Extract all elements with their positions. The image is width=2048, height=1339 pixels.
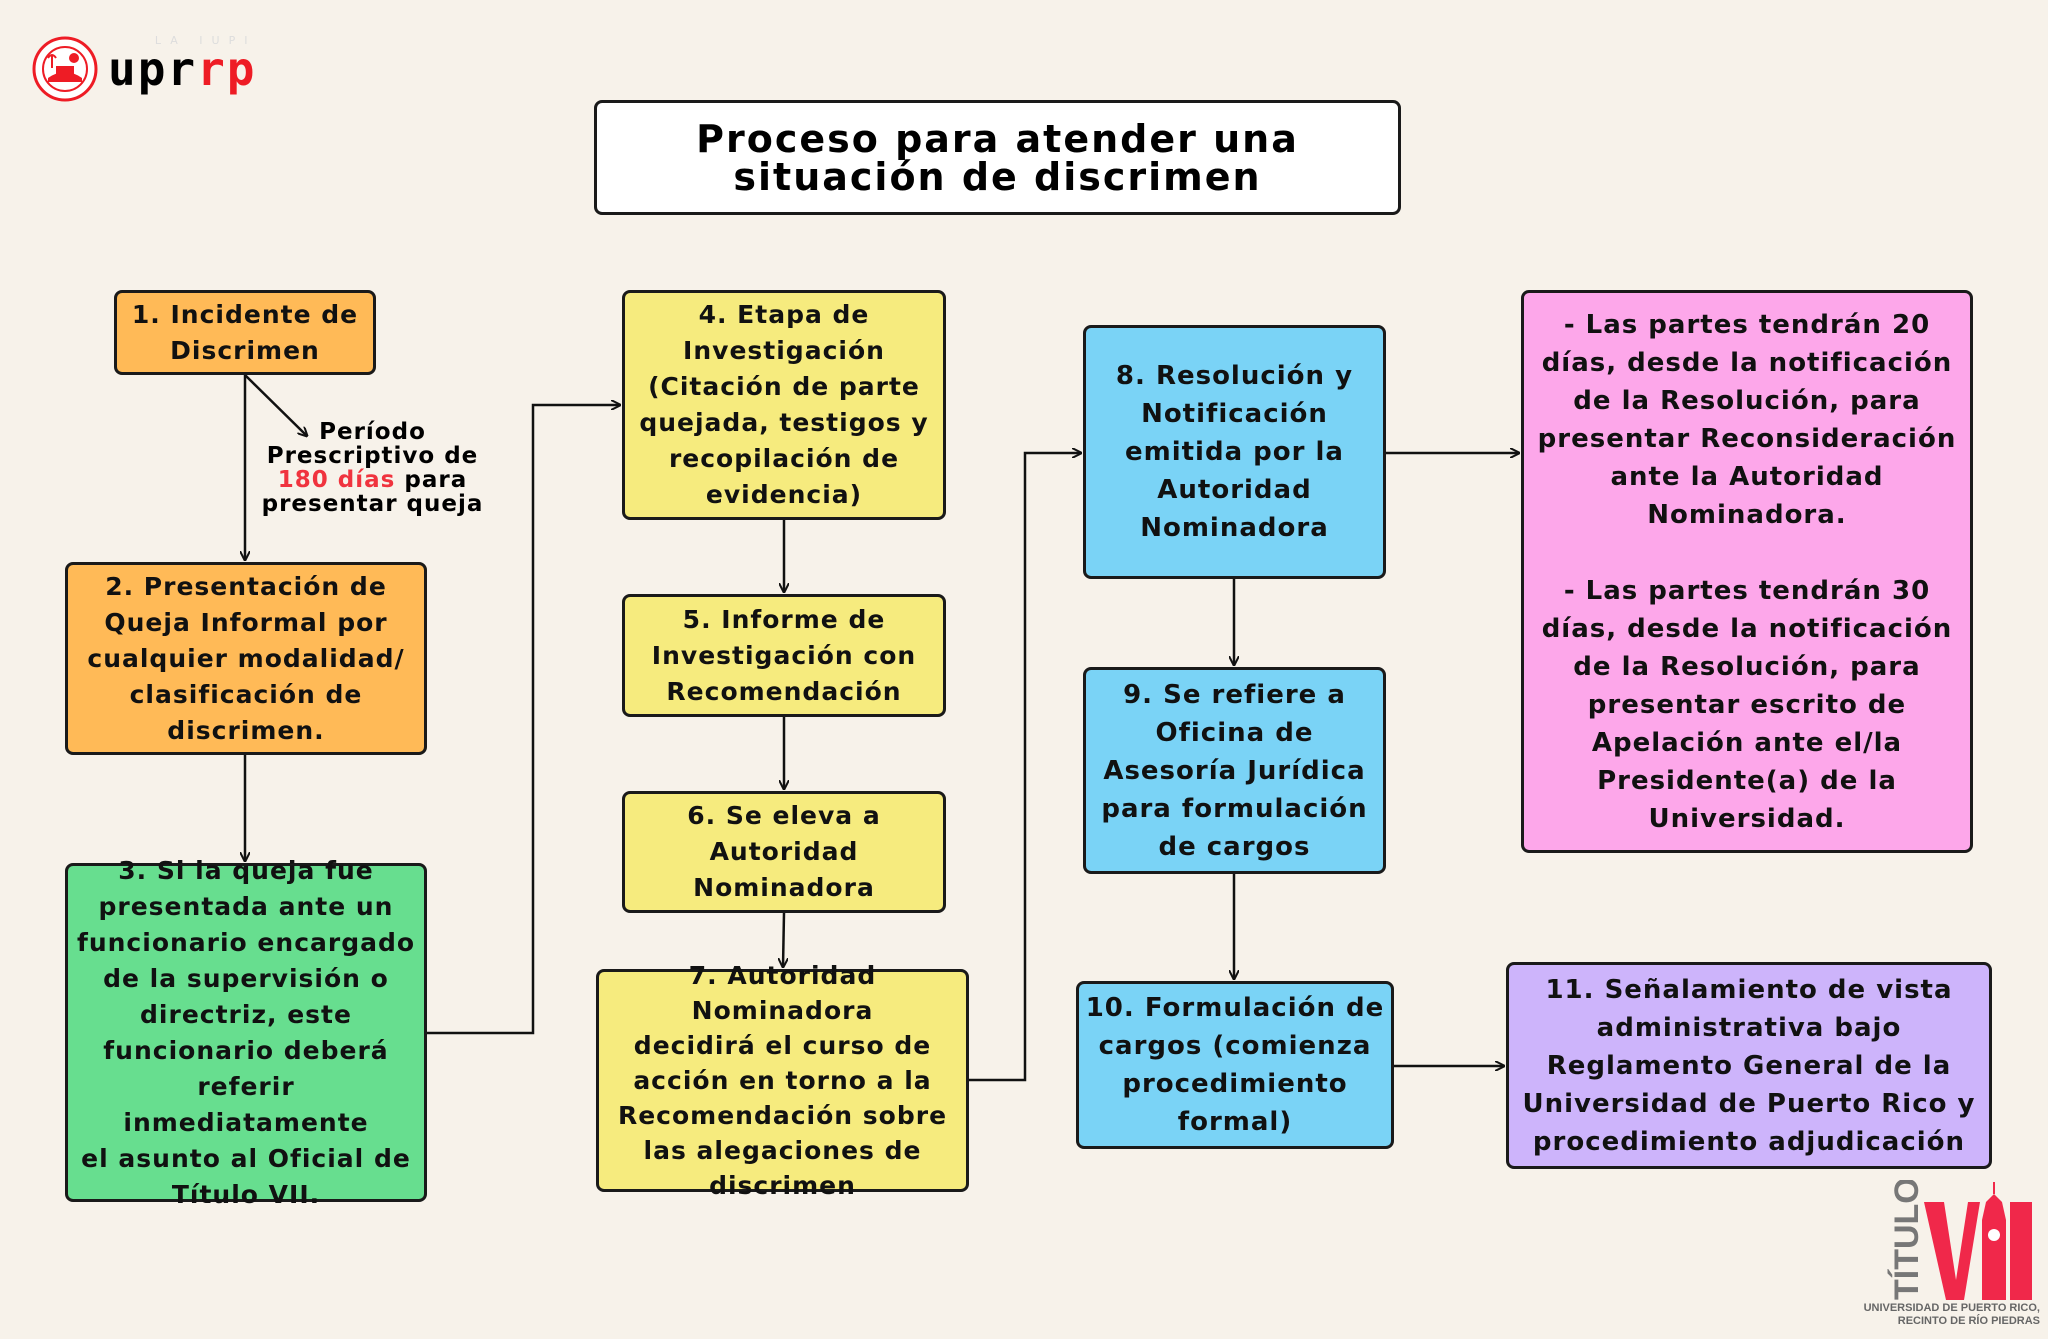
- deadlines-box: - Las partes tendrán 20 días, desde la n…: [1521, 290, 1973, 853]
- step-11-box: 11. Señalamiento de vista administrativa…: [1506, 962, 1992, 1169]
- uprrp-logo: LA IUPI uprrp: [32, 34, 257, 102]
- step-3-box: 3. Si la queja fue presentada ante un fu…: [65, 856, 427, 1209]
- titulo-caption: UNIVERSIDAD DE PUERTO RICO, RECINTO DE R…: [1863, 1302, 2040, 1327]
- step-6-box: 6. Se eleva a Autoridad Nominadora: [622, 791, 946, 913]
- university-seal-icon: [32, 36, 98, 102]
- period-highlight: 180 días: [277, 467, 396, 493]
- step-1-box: 1. Incidente de Discrimen: [114, 290, 376, 375]
- arrow-1-to-period: [244, 374, 307, 436]
- titulo-vii-logo: TÍTULO: [1888, 1180, 2032, 1300]
- step-7-box: 7. Autoridad Nominadora decidirá el curs…: [596, 961, 969, 1200]
- arrow-3-to-4: [427, 405, 620, 1035]
- logo-word-black: upr: [108, 42, 198, 96]
- logo-word-red: rp: [197, 42, 257, 96]
- step-9-box: 9. Se refiere a Oficina de Asesoría Jurí…: [1083, 667, 1386, 874]
- titulo-word: TÍTULO: [1888, 1180, 1926, 1300]
- arrow-7-to-8: [969, 453, 1081, 1082]
- step-4-box: 4. Etapa de Investigación (Citación de p…: [622, 290, 946, 520]
- step-8-box: 8. Resolución y Notificación emitida por…: [1083, 325, 1386, 579]
- prescriptive-period-note: Período Prescriptivo de 180 días para pr…: [250, 420, 495, 516]
- arrow-6-to-7: [783, 912, 784, 967]
- step-2-box: 2. Presentación de Queja Informal por cu…: [65, 562, 427, 755]
- step-10-box: 10. Formulación de cargos (comienza proc…: [1076, 981, 1394, 1149]
- period-text-before: Período Prescriptivo de: [266, 419, 479, 469]
- step-5-box: 5. Informe de Investigación con Recomend…: [622, 594, 946, 717]
- page-title: Proceso para atender una situación de di…: [594, 100, 1401, 215]
- period-text-after: para presentar queja: [261, 467, 484, 517]
- logo-tagline: LA IUPI: [154, 34, 257, 47]
